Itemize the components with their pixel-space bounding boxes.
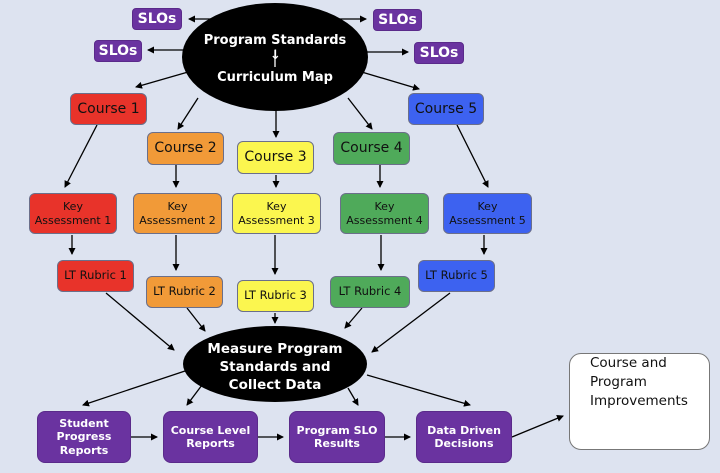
student-progress-reports-box: Student Progress Reports [37, 411, 131, 463]
spr-line-3: Reports [59, 443, 109, 457]
down-arrow-icon: ↓ [270, 48, 281, 63]
spr-line-1: Student [59, 417, 109, 431]
measure-line-3: Collect Data [228, 377, 322, 394]
curriculum-map-label: Curriculum Map [217, 70, 333, 85]
arrow-to-course-1 [135, 69, 196, 89]
arrow-course5-to-ka5 [456, 124, 489, 188]
key-assessment-3-box: Key Assessment 3 [232, 193, 321, 234]
ddd-line-1: Data Driven [427, 423, 501, 437]
slo-box-2: SLOs [94, 40, 142, 62]
arrow-measure-to-spr [82, 370, 186, 407]
course-1-box: Course 1 [70, 93, 147, 125]
arrow-measure-to-psr [347, 387, 359, 406]
course-3-box: Course 3 [237, 141, 314, 174]
key-assessment-5-box: Key Assessment 5 [443, 193, 532, 234]
measure-program-ellipse [183, 326, 367, 402]
arrow-lt4-to-measure [344, 307, 363, 329]
key-assessment-4-box: Key Assessment 4 [340, 193, 429, 234]
clr-line-2: Reports [186, 437, 235, 450]
key-assessment-5-line1: Key [477, 200, 498, 214]
key-assessment-3-line1: Key [266, 200, 287, 214]
measure-line-2: Standards and [219, 359, 331, 376]
key-assessment-2-box: Key Assessment 2 [133, 193, 222, 234]
key-assessment-2-line2: Assessment 2 [139, 213, 216, 227]
key-assessment-3-line2: Assessment 3 [238, 213, 315, 227]
arrow-course1-to-ka1 [64, 124, 98, 188]
key-assessment-4-line2: Assessment 4 [346, 213, 423, 227]
clr-line-1: Course Level [170, 423, 251, 437]
final-line-3: Improvements [590, 392, 688, 409]
ddd-line-2: Decisions [434, 437, 494, 450]
psr-line-1: Program SLO [296, 423, 378, 437]
key-assessment-1-line1: Key [63, 200, 83, 214]
course-level-reports-box: Course Level Reports [163, 411, 258, 463]
key-assessment-2-line1: Key [167, 200, 188, 214]
key-assessment-1-line2: Assessment 1 [34, 213, 112, 227]
program-standards-label: Program Standards [203, 33, 347, 48]
key-assessment-4-line1: Key [374, 200, 395, 214]
spr-line-2: Progress [56, 430, 112, 444]
lt-rubric-4-box: LT Rubric 4 [330, 276, 410, 308]
arrow-to-course-4 [347, 97, 373, 130]
final-line-1: Course and [590, 355, 667, 371]
course-5-box: Course 5 [408, 93, 484, 125]
slo-box-4: SLOs [414, 42, 464, 64]
final-line-2: Program [590, 373, 647, 390]
psr-line-2: Results [314, 437, 360, 450]
arrow-measure-to-ddd [366, 374, 471, 407]
course-4-box: Course 4 [333, 132, 410, 165]
key-assessment-5-line2: Assessment 5 [449, 213, 526, 227]
lt-rubric-3-box: LT Rubric 3 [237, 280, 314, 312]
arrow-to-course-2 [177, 97, 199, 130]
arrow-lt2-to-measure [186, 307, 206, 332]
program-slo-results-box: Program SLO Results [289, 411, 385, 463]
measure-program-label: Measure Program Standards and Collect Da… [190, 340, 360, 395]
lt-rubric-5-box: LT Rubric 5 [418, 260, 495, 292]
arrow-to-course-5 [354, 69, 420, 91]
lt-rubric-2-box: LT Rubric 2 [146, 276, 223, 308]
key-assessment-1-box: Key Assessment 1 [29, 193, 117, 234]
arrow-lt1-to-measure [105, 292, 175, 351]
arrow-measure-to-clr [186, 384, 203, 406]
arrow-ddd-to-final [511, 415, 564, 438]
lt-rubric-1-box: LT Rubric 1 [57, 260, 134, 292]
arrow-lt5-to-measure [371, 292, 451, 353]
slo-box-3: SLOs [373, 9, 422, 31]
data-driven-decisions-box: Data Driven Decisions [416, 411, 512, 463]
course-program-improvements-box: Course and Program Improvements [569, 353, 710, 450]
course-2-box: Course 2 [147, 132, 224, 165]
measure-line-1: Measure Program [207, 341, 343, 357]
slo-box-1: SLOs [132, 8, 182, 30]
